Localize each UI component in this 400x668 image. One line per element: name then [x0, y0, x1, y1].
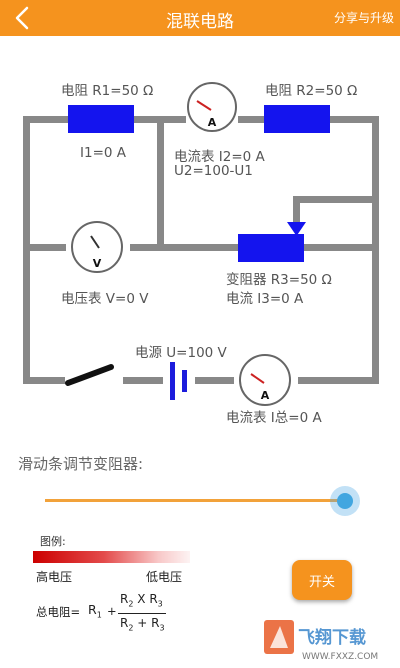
legend-low-label: 低电压	[146, 570, 183, 584]
rheostat-slider-thumb[interactable]	[330, 486, 360, 516]
resistor-r1	[68, 105, 134, 133]
voltage-gradient-legend	[33, 551, 190, 563]
formula-fraction-line	[118, 613, 166, 614]
resistor-r2	[264, 105, 330, 133]
legend-title: 图例:	[40, 535, 66, 548]
r2-label: 电阻 R2=50 Ω	[265, 83, 358, 99]
formula-numerator: R2 X R3	[120, 592, 163, 609]
i3-label: 电流 I3=0 A	[226, 291, 304, 307]
circuit-diagram: A V A 电阻 R1=50 Ω 电阻 R2=50 Ω I1=0 A 电流表 I…	[0, 36, 400, 446]
formula-plus: +	[107, 604, 117, 618]
site-watermark: 飞翔下载 WWW.FXXZ.COM	[262, 618, 398, 664]
switch-toggle-button[interactable]: 开关	[292, 560, 352, 600]
slider-label: 滑动条调节变阻器:	[18, 455, 144, 473]
ammeter-total-label: 电流表 I总=0 A	[226, 410, 322, 426]
share-upgrade-button[interactable]: 分享与升级	[333, 11, 394, 25]
battery-icon	[170, 362, 187, 400]
page-title: 混联电路	[166, 12, 234, 32]
wire-bottom	[23, 377, 379, 384]
voltmeter-icon: V	[71, 221, 123, 273]
ammeter-total-icon: A	[239, 354, 291, 406]
source-label: 电源 U=100 V	[135, 345, 227, 361]
wire-wiper-vertical	[293, 196, 300, 226]
total-resistance-formula: 总电阻= R1 + R2 X R3 R2 + R3	[36, 590, 216, 640]
u2-label: U2=100-U1	[174, 163, 253, 179]
wire-middle	[23, 244, 379, 251]
watermark-url: WWW.FXXZ.COM	[302, 652, 378, 662]
watermark-brand: 飞翔下载	[298, 627, 366, 648]
legend-high-label: 高电压	[36, 570, 73, 584]
formula-prefix: 总电阻=	[36, 605, 81, 619]
voltmeter-label: 电压表 V=0 V	[61, 291, 149, 307]
voltmeter-symbol: V	[93, 257, 102, 270]
ammeter-total-symbol: A	[261, 389, 270, 402]
rheostat-slider-track[interactable]	[45, 499, 345, 502]
ammeter-i2-icon: A	[187, 82, 237, 132]
i1-label: I1=0 A	[80, 145, 126, 161]
rheostat-r3	[238, 234, 304, 262]
back-arrow-icon[interactable]	[10, 4, 36, 32]
ammeter-i2-symbol: A	[208, 116, 217, 129]
wire-inner-vertical	[157, 116, 164, 251]
app-header: 混联电路 分享与升级	[0, 0, 400, 36]
r3-label: 变阻器 R3=50 Ω	[226, 272, 332, 288]
watermark-logo-icon	[264, 620, 294, 654]
switch-icon	[65, 364, 114, 386]
r1-label: 电阻 R1=50 Ω	[61, 83, 154, 99]
wiper-arrow-icon	[287, 222, 306, 236]
formula-denominator: R2 + R3	[120, 616, 165, 633]
ammeter-i2-label: 电流表 I2=0 A	[174, 149, 265, 165]
wire-wiper-top	[293, 196, 379, 203]
formula-r1: R1	[88, 602, 102, 620]
